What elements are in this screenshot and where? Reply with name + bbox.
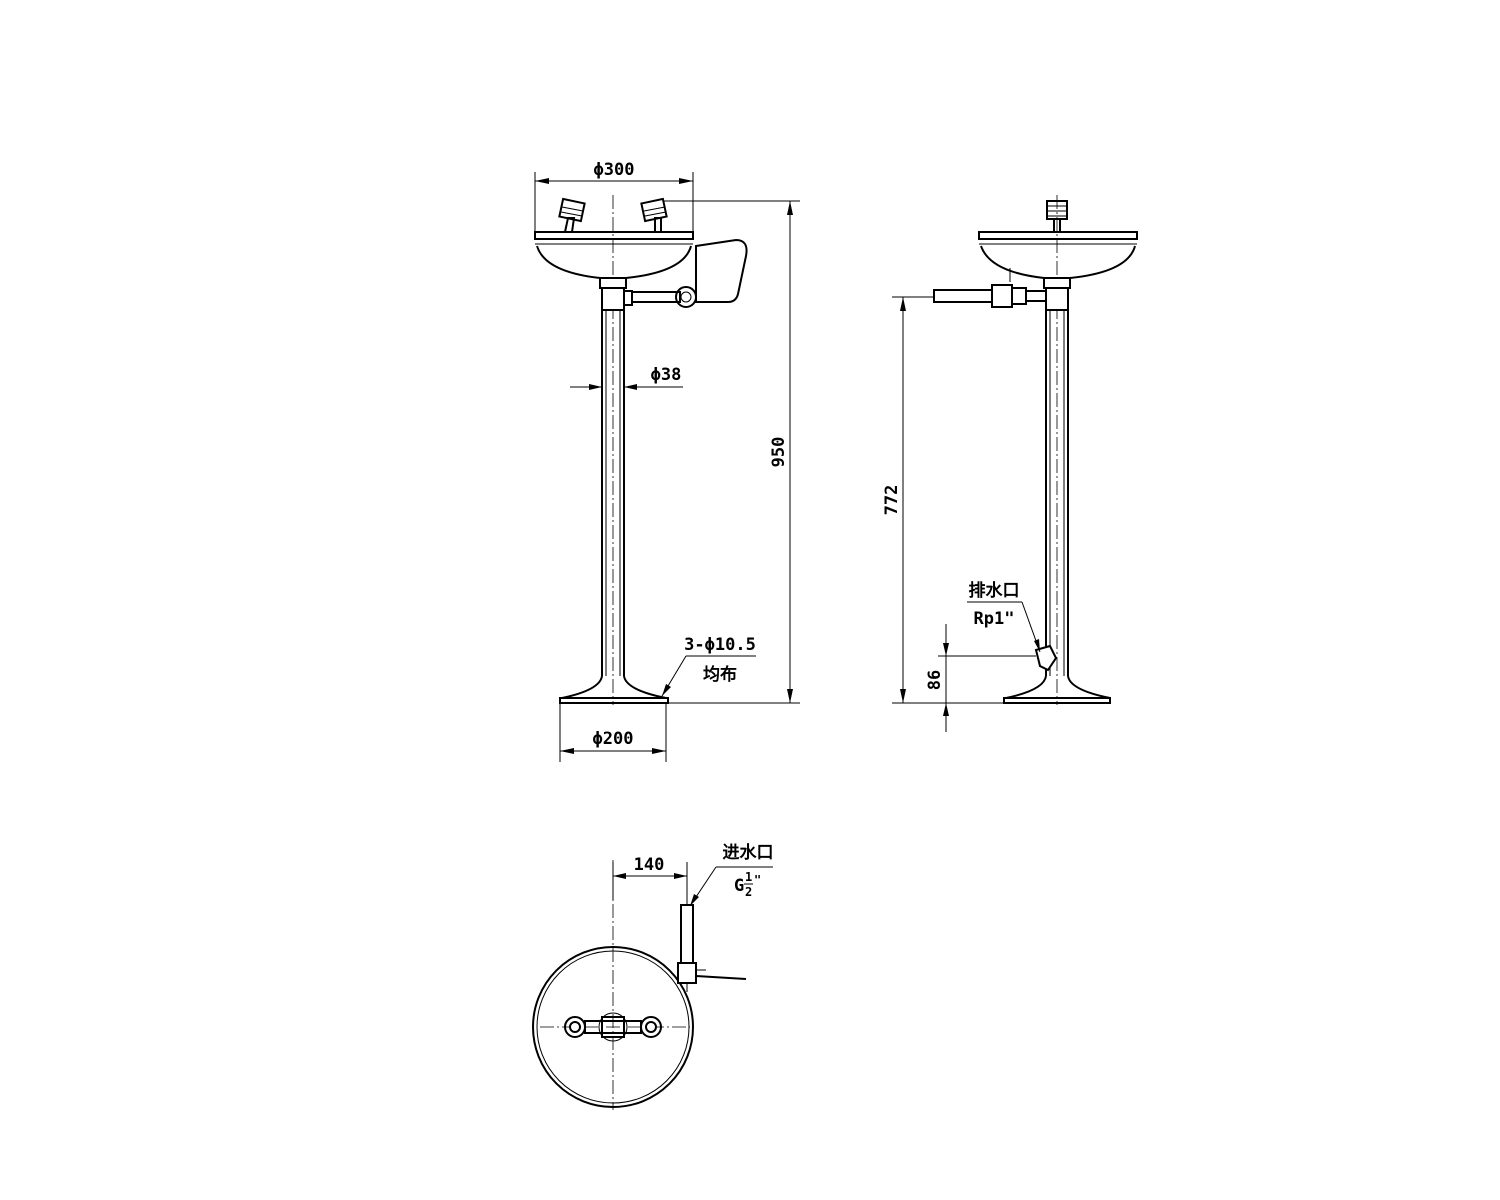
top-basin-inner bbox=[536, 950, 690, 1104]
base-holes-label: 3-ϕ10.5 bbox=[684, 635, 756, 655]
top-view: 140 进水口 G 1 2 " bbox=[532, 842, 774, 1110]
dim-base-diameter: ϕ200 bbox=[559, 703, 667, 762]
overall-height-label: 950 bbox=[769, 437, 789, 468]
side-basin-rim bbox=[978, 231, 1138, 240]
front-push-flag[interactable] bbox=[695, 238, 748, 303]
leader-drain: 排水口 Rp1" bbox=[967, 580, 1041, 653]
drain-thread-label: Rp1" bbox=[974, 609, 1015, 629]
side-view: 772 86 排水口 Rp1" bbox=[882, 195, 1138, 732]
side-basin-bowl bbox=[980, 245, 1136, 279]
dim-inlet-height: 772 bbox=[882, 296, 1004, 704]
side-drain-fitting bbox=[1034, 644, 1058, 672]
leader-inlet: 进水口 G 1 2 " bbox=[689, 842, 774, 907]
front-basin-rim bbox=[534, 231, 694, 240]
dim-drain-height: 86 bbox=[925, 624, 1036, 732]
drain-height-label: 86 bbox=[925, 670, 945, 690]
dim-offset: 140 bbox=[612, 855, 688, 905]
dim-overall-height: 950 bbox=[664, 200, 800, 704]
side-valve-body bbox=[1043, 277, 1071, 289]
inlet-thread-prefix: G bbox=[734, 876, 744, 896]
offset-label: 140 bbox=[634, 855, 665, 875]
dim-basin-diameter: ϕ300 bbox=[534, 160, 694, 232]
dim-pipe-diameter: ϕ38 bbox=[570, 365, 683, 390]
leader-base-holes: 3-ϕ10.5 均布 bbox=[661, 635, 756, 697]
front-right-nozzle bbox=[640, 197, 668, 233]
inlet-thread-suffix: " bbox=[754, 873, 761, 887]
front-basin-bowl bbox=[536, 245, 692, 279]
inlet-height-label: 772 bbox=[882, 485, 902, 516]
base-holes-note: 均布 bbox=[703, 664, 737, 685]
front-base bbox=[561, 675, 667, 699]
side-base bbox=[1005, 675, 1111, 699]
pipe-diameter-label: ϕ38 bbox=[651, 365, 682, 385]
inlet-thread-denominator: 2 bbox=[745, 885, 752, 899]
front-left-nozzle bbox=[558, 197, 586, 233]
top-nozzle-bar bbox=[564, 1012, 662, 1042]
top-inlet-pipe bbox=[677, 904, 747, 992]
front-view: ϕ300 ϕ38 950 3-ϕ10.5 均布 bbox=[534, 160, 800, 762]
top-basin-outer bbox=[532, 946, 694, 1108]
base-diameter-label: ϕ200 bbox=[593, 729, 634, 749]
front-valve-body bbox=[599, 277, 627, 289]
front-connector bbox=[623, 290, 633, 306]
inlet-label: 进水口 bbox=[723, 842, 774, 863]
side-inlet-pipe bbox=[933, 289, 993, 303]
drain-label: 排水口 bbox=[969, 580, 1020, 601]
basin-diameter-label: ϕ300 bbox=[594, 160, 635, 180]
inlet-thread-numerator: 1 bbox=[745, 870, 752, 884]
